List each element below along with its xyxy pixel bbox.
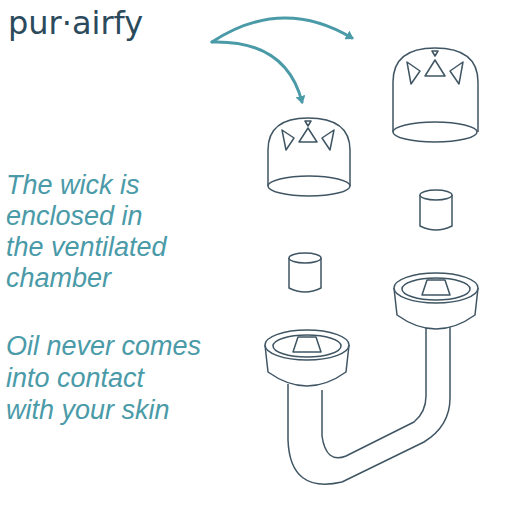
cap-vent [407, 62, 420, 84]
brand-logo: pur·airfy [8, 4, 143, 42]
curved-arrow [212, 42, 302, 102]
cap-vent [450, 62, 463, 84]
cup-inner-rim [273, 335, 341, 357]
cap-base [393, 122, 477, 142]
cap-base [268, 176, 350, 196]
cup-inner-rim [402, 278, 470, 300]
curved-arrow [212, 18, 352, 42]
cup-rim [265, 330, 349, 360]
cup-rim [394, 273, 478, 303]
cap-vent [432, 51, 438, 56]
cap-vent [425, 60, 445, 76]
cup-opening [293, 337, 321, 352]
wick-top [289, 253, 321, 263]
device-drawing [265, 48, 478, 484]
wick-top [420, 190, 452, 200]
feature-note: The wick is enclosed in the ventilated c… [6, 170, 167, 294]
ventilated-cap [393, 48, 478, 132]
cap-vent [305, 121, 311, 126]
cap-vent [322, 130, 334, 150]
nose-clip-tube [288, 326, 450, 484]
cup-opening [422, 280, 450, 295]
cap-vent [299, 128, 317, 142]
feature-note: Oil never comes into contact with your s… [6, 330, 201, 426]
cap-vent [282, 130, 294, 150]
assembly-arrows [212, 18, 352, 102]
